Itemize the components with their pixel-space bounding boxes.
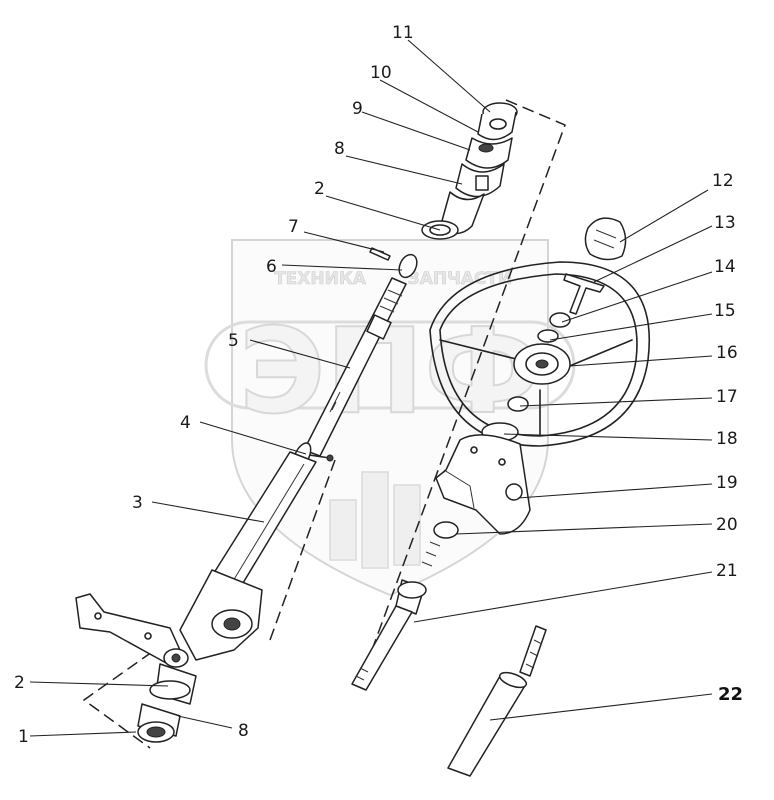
guide-right-lower	[269, 459, 336, 641]
pin-7	[369, 247, 391, 261]
callout-labels: 1 2 2 3 4 5 6 7 8 8 9 10 11 12 13 14 15 …	[14, 23, 743, 747]
callout-17: 17	[716, 387, 738, 407]
callout-21: 21	[716, 561, 738, 581]
lower-shaft-parts	[351, 521, 547, 777]
watermark-caption-left: ТЕХНИКА	[274, 269, 367, 289]
callout-6: 6	[266, 257, 277, 277]
callout-5: 5	[228, 331, 239, 351]
watermark-caption-right: ЗАПЧАСТИ	[408, 269, 513, 289]
column-tube	[211, 442, 317, 589]
watermark-buildings-icon	[329, 471, 421, 569]
callout-10: 10	[370, 63, 392, 83]
callout-7: 7	[288, 217, 299, 237]
column-housing-19	[435, 434, 531, 535]
callout-1: 1	[18, 727, 29, 747]
callout-2-lower: 2	[14, 673, 25, 693]
callout-8-lower: 8	[238, 721, 249, 741]
guide-right	[357, 99, 566, 689]
upper-column-stack	[421, 102, 518, 240]
callout-2-upper: 2	[314, 179, 325, 199]
callout-13: 13	[714, 213, 736, 233]
steering-wheel-group	[429, 217, 650, 535]
callout-14: 14	[714, 257, 736, 277]
ring-6	[398, 253, 418, 279]
callout-18: 18	[716, 429, 738, 449]
callout-19: 19	[716, 473, 738, 493]
callout-9: 9	[352, 99, 363, 119]
horn-cap-12	[584, 217, 627, 261]
callout-3: 3	[132, 493, 143, 513]
shaft-21	[351, 605, 413, 691]
bushing-20	[433, 521, 459, 539]
wrench-13	[563, 273, 605, 315]
callout-16: 16	[716, 343, 738, 363]
callout-20: 20	[716, 515, 738, 535]
callout-12: 12	[712, 171, 734, 191]
lower-joint-assembly	[75, 569, 263, 743]
callout-11: 11	[392, 23, 414, 43]
callout-8-upper: 8	[334, 139, 345, 159]
shaft-22	[447, 675, 527, 777]
pin-parts	[369, 247, 418, 279]
leader-lines	[29, 39, 713, 737]
callout-4: 4	[180, 413, 191, 433]
callout-15: 15	[714, 301, 736, 321]
callout-22: 22	[718, 684, 743, 705]
